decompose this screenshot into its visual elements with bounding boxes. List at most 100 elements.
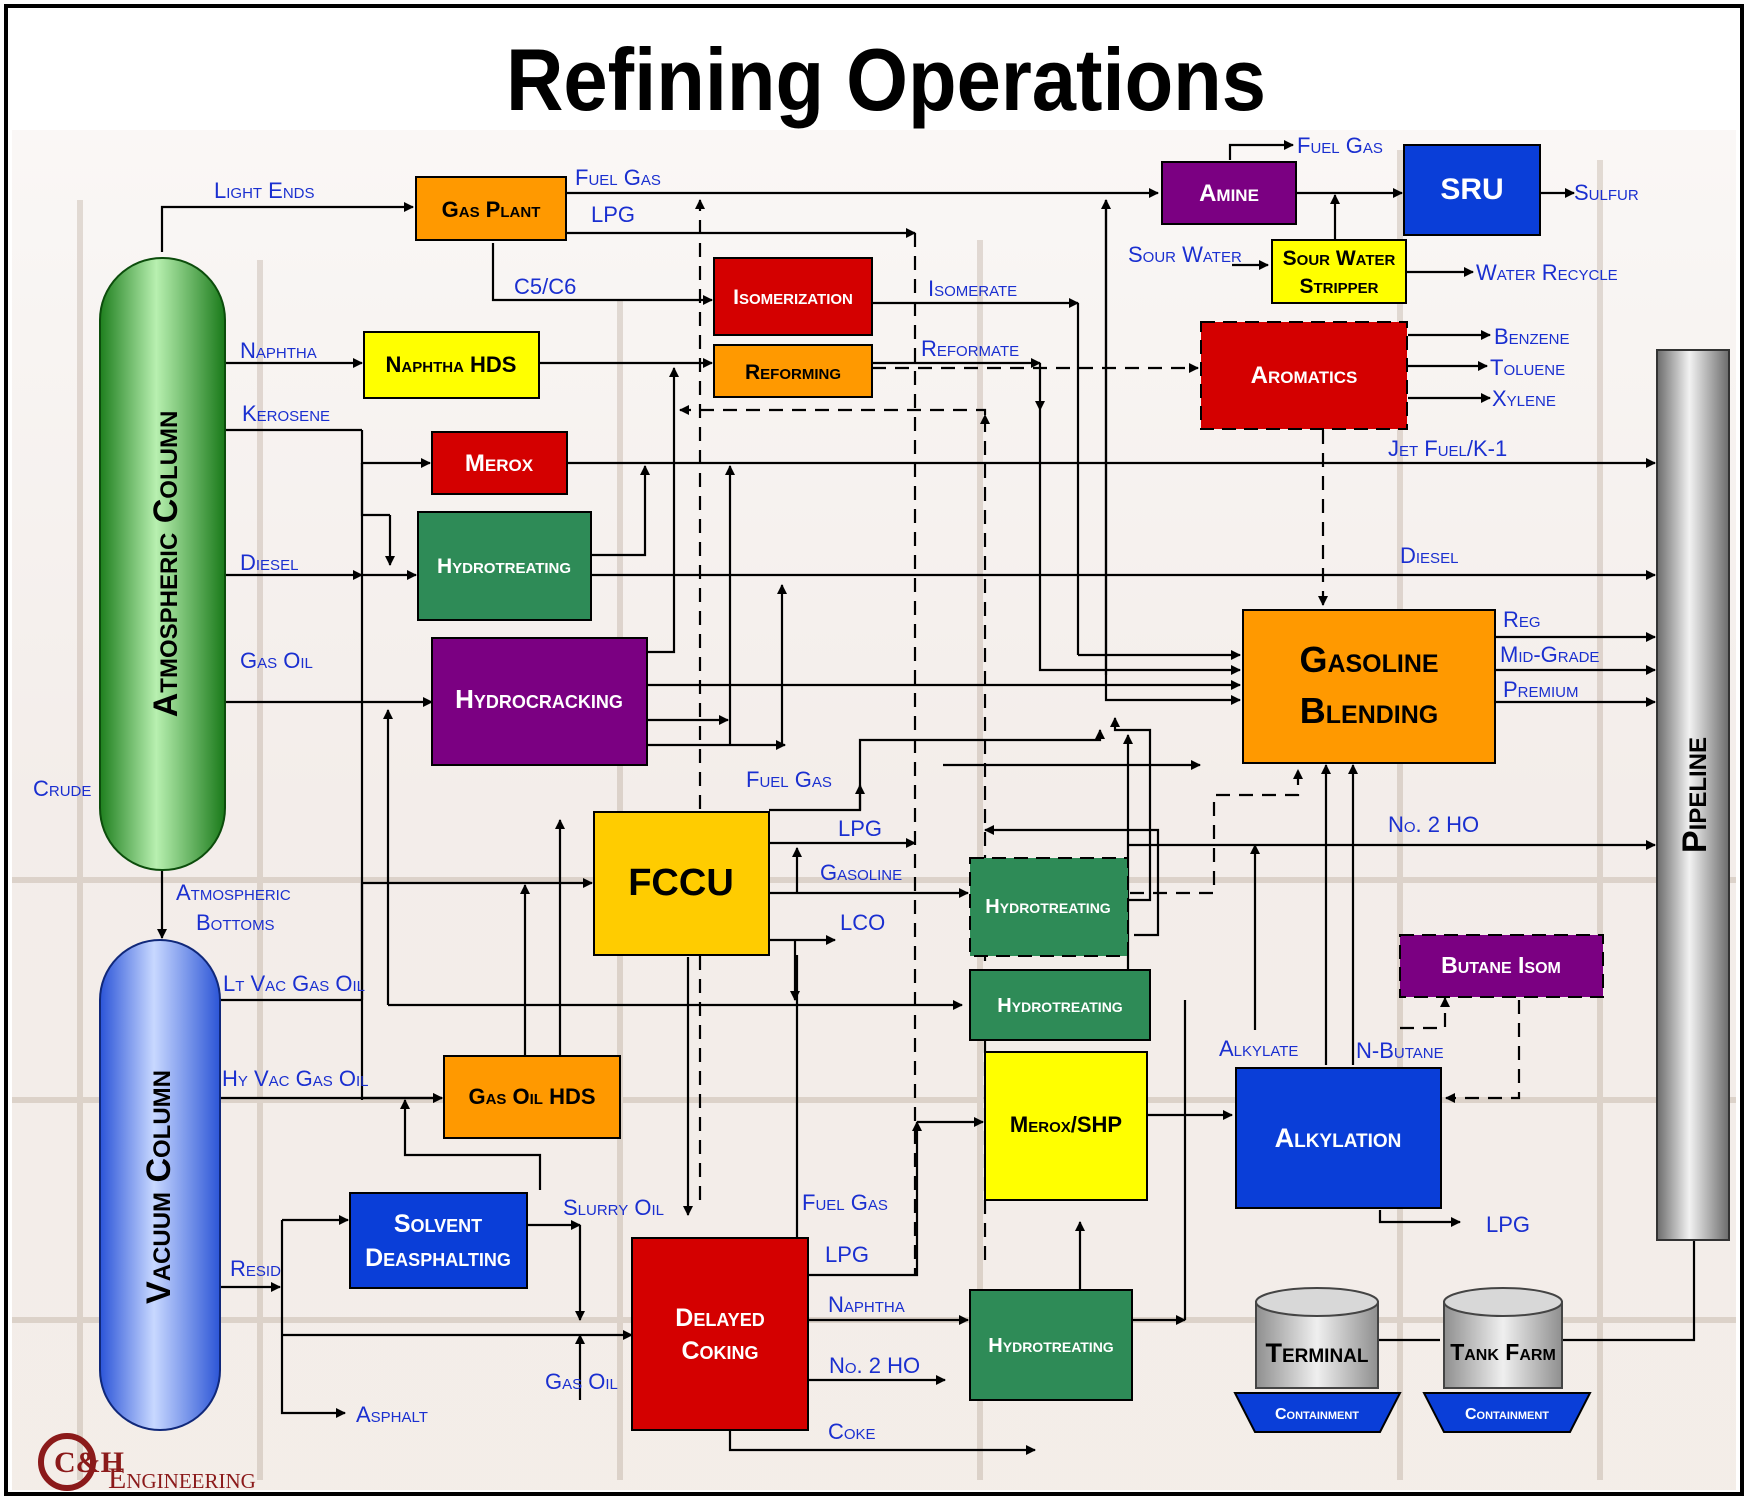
merox-shp-box: [984, 1051, 1148, 1201]
stream-labels: Light Ends Fuel Gas LPG C5/C6 Isomerate …: [33, 133, 1639, 1444]
gasoline-blending-label-1: Gasoline: [1299, 639, 1438, 680]
coke-label: Coke: [828, 1419, 876, 1444]
gasoline-blending-label-2: Blending: [1300, 690, 1439, 731]
reg-label: Reg: [1503, 607, 1541, 632]
coker-lpg-label: LPG: [825, 1242, 869, 1267]
tank-farm-storage: Tank Farm Containment: [1422, 1287, 1592, 1433]
fccu-fuel-gas-label: Fuel Gas: [746, 767, 832, 792]
asphalt-label: Asphalt: [356, 1402, 428, 1427]
delayed-coking-label-2: Coking: [681, 1337, 758, 1365]
coker-fuel-gas-label: Fuel Gas: [802, 1190, 888, 1215]
gas-oil-hds-label: Gas Oil HDS: [468, 1084, 595, 1109]
amine-fuel-gas-line: [1228, 140, 1294, 160]
amine-fuel-gas-label: Fuel Gas: [1297, 133, 1383, 158]
naphtha-label: Naphtha: [240, 338, 317, 363]
alkylate-label: Alkylate: [1219, 1036, 1298, 1061]
atmospheric-column: Atmospheric Column: [99, 257, 226, 871]
c5c6-label: C5/C6: [514, 274, 576, 299]
atm-bottoms-label-1: Atmospheric: [176, 880, 291, 905]
sour-water-stripper-label-2: Stripper: [1299, 275, 1378, 298]
aromatics-label: Aromatics: [1251, 362, 1358, 389]
atmospheric-column-label: Atmospheric Column: [147, 411, 185, 718]
vacuum-column: Vacuum Column: [99, 939, 221, 1431]
kerosene-label: Kerosene: [242, 401, 330, 426]
hydrotreating-gasoline-label: Hydrotreating: [985, 896, 1111, 918]
logo-mark-icon: [38, 1433, 96, 1491]
merox-label: Merox: [465, 450, 534, 477]
vacuum-column-label: Vacuum Column: [140, 1070, 178, 1304]
delayed-coking-label-1: Delayed: [675, 1304, 764, 1332]
isomerate-label: Isomerate: [928, 276, 1017, 301]
alkylation-lpg-line: [1378, 1210, 1461, 1227]
isomerization-label: Isomerization: [733, 286, 853, 309]
sour-water-stripper-label-1: Sour Water: [1283, 247, 1396, 270]
aromatics-box: [1200, 321, 1408, 430]
diesel-label: Diesel: [240, 550, 298, 575]
mid-grade-label: Mid-Grade: [1500, 642, 1599, 667]
gas-plant-label: Gas Plant: [442, 197, 541, 222]
premium-label: Premium: [1503, 677, 1579, 702]
slurry-oil-label: Slurry Oil: [563, 1195, 664, 1220]
light-ends-label: Light Ends: [214, 178, 315, 203]
logo-mark-text: C&H: [54, 1446, 124, 1479]
hydrotreating-gasoline-box: [969, 857, 1129, 957]
pipeline-label: Pipeline: [1676, 737, 1714, 853]
sru-box: [1403, 144, 1541, 236]
crude-label: Crude: [33, 776, 91, 801]
water-recycle-label: Water Recycle: [1476, 260, 1618, 285]
background-photo-tint: [12, 130, 1736, 1490]
pipeline-to-tank-farm: [1560, 1240, 1696, 1342]
hydrocracking-label: Hydrocracking: [455, 684, 623, 714]
fccu-box: [593, 811, 770, 956]
naphtha-hds-box: [363, 331, 540, 399]
xylene-label: Xylene: [1492, 386, 1556, 411]
terminal-label: Terminal: [1265, 1338, 1368, 1368]
alkylation-label: Alkylation: [1275, 1123, 1402, 1153]
gasoline-blending-box: [1242, 609, 1496, 764]
butane-isom-box: [1399, 934, 1604, 998]
fccu-label: FCCU: [628, 862, 734, 904]
toluene-label: Toluene: [1490, 355, 1565, 380]
flow-lines: [157, 140, 1696, 1455]
isomerization-box: [713, 257, 873, 336]
page-title: Refining Operations: [506, 30, 1266, 129]
naphtha-hds-label: Naphtha HDS: [386, 352, 517, 377]
reforming-label: Reforming: [745, 361, 841, 384]
amine-box: [1161, 161, 1297, 225]
hydrotreating-lco-label: Hydrotreating: [997, 995, 1123, 1017]
pipeline: Pipeline: [1656, 349, 1730, 1241]
reformate-label: Reformate: [921, 336, 1019, 361]
merox-box: [431, 431, 568, 495]
fccu-lpg-label: LPG: [838, 816, 882, 841]
engineering-logo: C&H Engineering: [38, 1433, 256, 1495]
amine-label: Amine: [1199, 180, 1259, 207]
no2ho-label: No. 2 HO: [1388, 812, 1479, 837]
gas-oil-label: Gas Oil: [240, 648, 313, 673]
sour-water-label: Sour Water: [1128, 242, 1242, 267]
unit-boxes: Gas Plant Isomerization Naphtha HDS Refo…: [349, 144, 1604, 1431]
jet-fuel-label: Jet Fuel/K-1: [1388, 436, 1507, 461]
reforming-box: [713, 344, 873, 398]
hydrotreating-kero-label: Hydrotreating: [437, 555, 571, 578]
tank-farm-label: Tank Farm: [1450, 1339, 1556, 1365]
benzene-label: Benzene: [1494, 324, 1570, 349]
gas-plant-box: [415, 176, 567, 241]
hy-vac-gas-oil-label: Hy Vac Gas Oil: [222, 1066, 369, 1091]
butane-isom-label: Butane Isom: [1441, 952, 1561, 978]
delayed-coking-box: [631, 1237, 809, 1431]
solvent-deasphalting-box: [349, 1192, 528, 1289]
gas-plant-lpg-label: LPG: [591, 202, 635, 227]
alkylation-box: [1235, 1067, 1442, 1209]
coker-gas-oil-label: Gas Oil: [545, 1369, 618, 1394]
fccu-lco-label: LCO: [840, 910, 885, 935]
coke-line: [728, 1430, 1036, 1455]
hydrotreating-lco-box: [969, 969, 1151, 1041]
hydrotreating-coker-box: [969, 1289, 1133, 1401]
sour-water-stripper-box: [1271, 239, 1407, 304]
terminal-containment-label: Containment: [1275, 1406, 1359, 1423]
logo-text: Engineering: [108, 1462, 256, 1495]
diesel-out-label: Diesel: [1400, 543, 1458, 568]
resid-label: Resid: [230, 1256, 281, 1281]
tank-farm-containment-label: Containment: [1465, 1406, 1549, 1423]
fccu-gasoline-label: Gasoline: [820, 860, 902, 885]
